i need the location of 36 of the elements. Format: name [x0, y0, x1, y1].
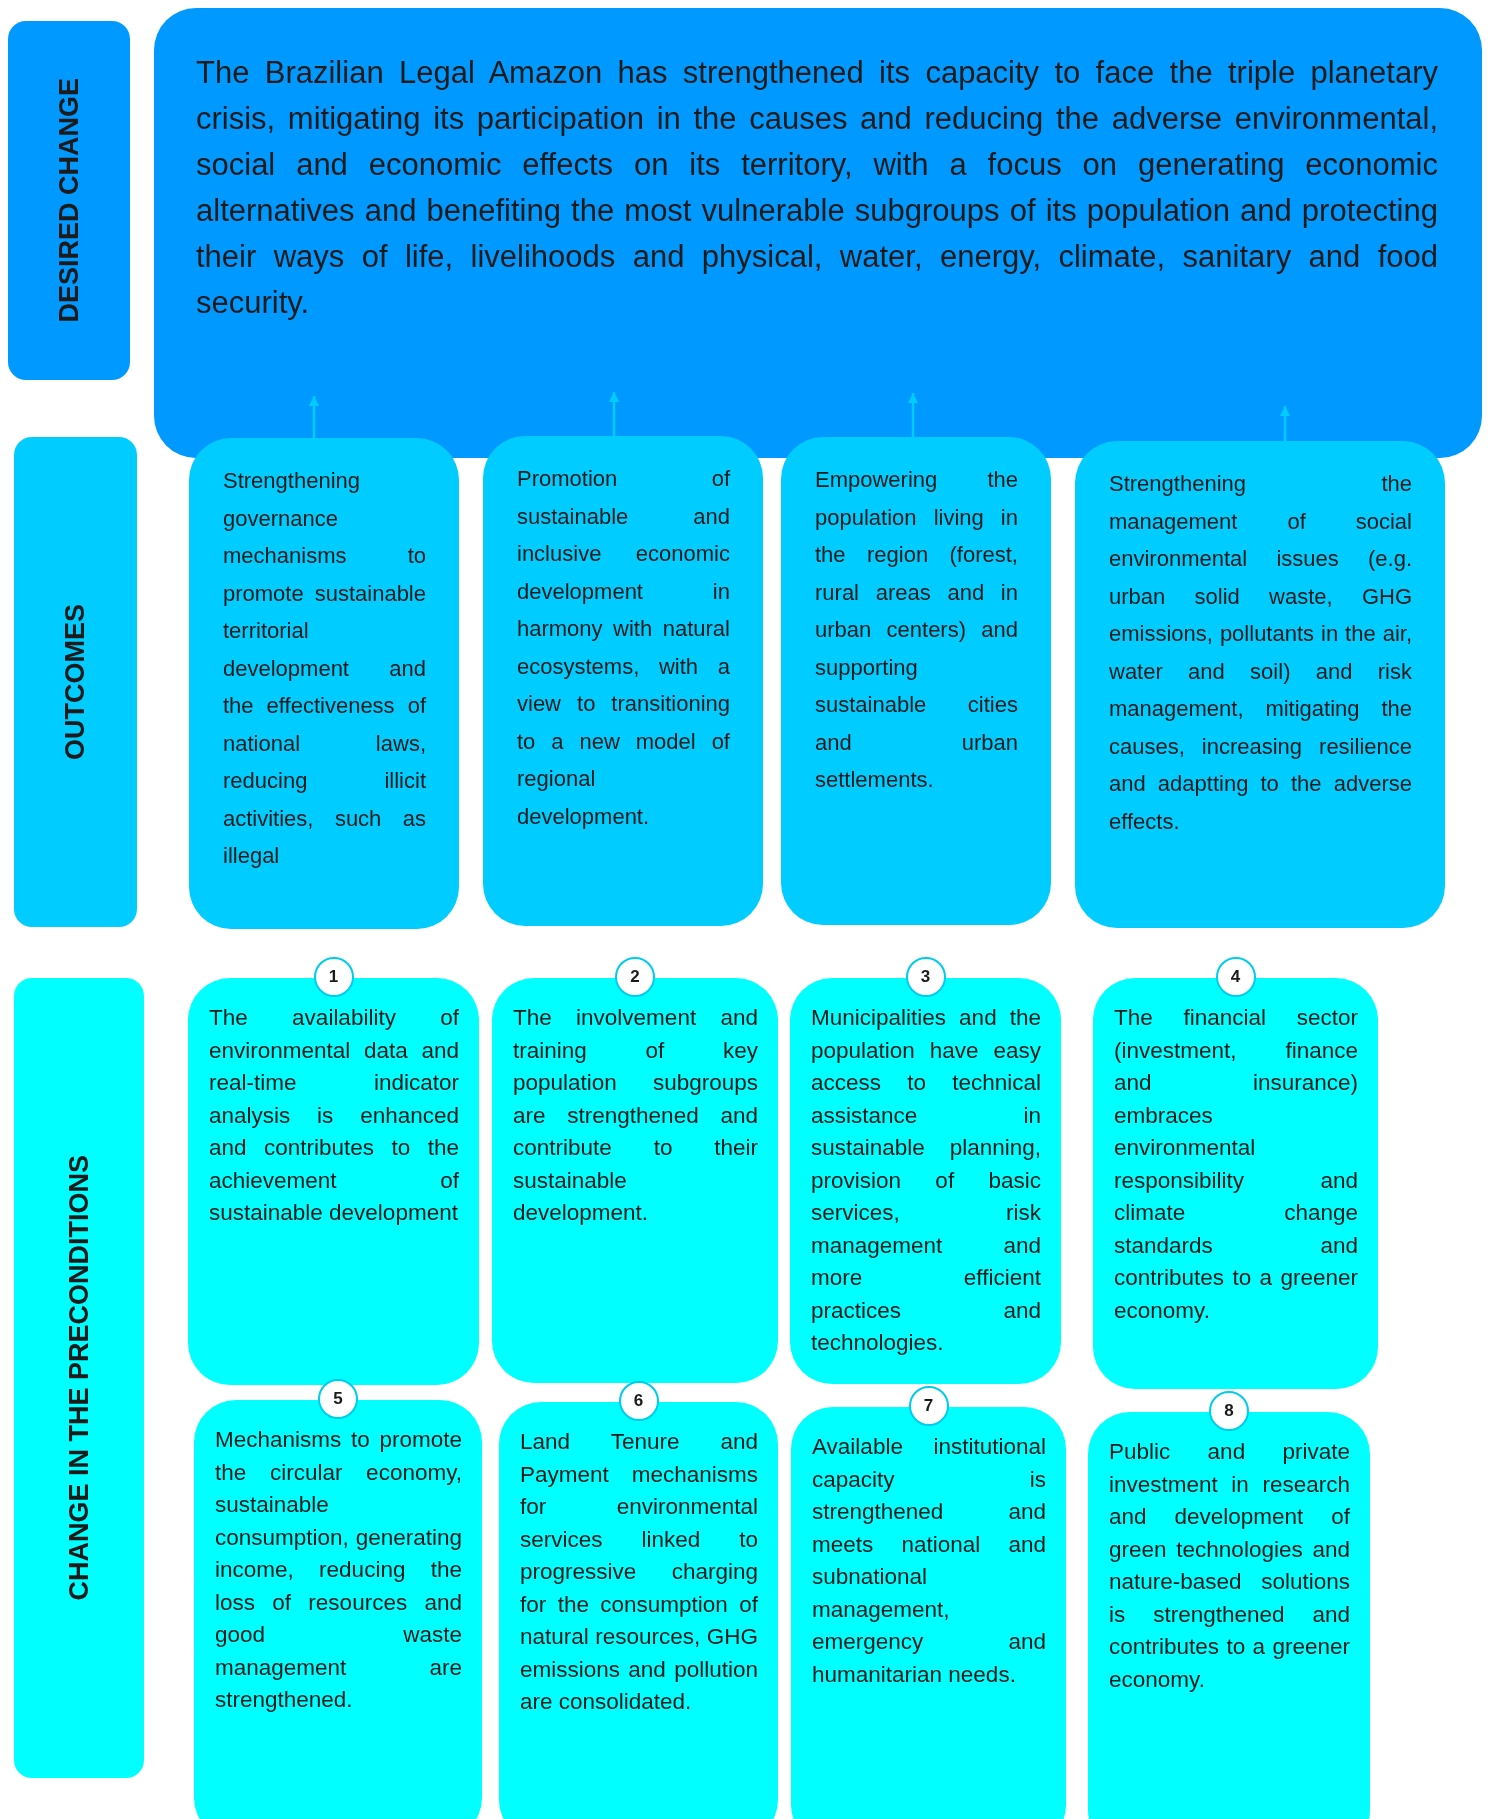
precondition-text: The involvement and training of key population subgroups are strengthened and contribute to their sustainable development. — [513, 1004, 758, 1227]
precondition-text: Land Tenure and Payment mechanisms for environmental services linked to progressive charging for the consumption of natural resources, GHG emissions and pollution are consolidated. — [520, 1428, 758, 1716]
step-number: 4 — [1215, 957, 1256, 997]
outcome-text: Strengthening governance mechanisms to promote sustainable territorial development and the effectiveness of national laws, reducing illicit activities, such as illegal — [223, 467, 426, 870]
outcome-box — [1075, 441, 1445, 928]
section-title: OUTCOMES — [60, 604, 91, 760]
step-number: 1 — [313, 957, 354, 997]
step-number: 8 — [1209, 1391, 1249, 1431]
precondition-text: Mechanisms to promote the circular economy, sustainable consumption, generating income, reducing the loss of resources and good waste management are strengthened. — [215, 1426, 462, 1714]
arrow — [1280, 406, 1290, 441]
section-title: DESIRED CHANGE — [53, 78, 85, 323]
outcome-goal-box — [154, 8, 1482, 458]
outcome-text: Empowering the population living in the region (forest, rural areas and in urban centers) and supporting sustainable cities and urban settlements. — [815, 466, 1018, 794]
step-number: 6 — [618, 1381, 659, 1421]
outcome-box — [483, 436, 763, 926]
section-title: CHANGE IN THE PRECONDITIONS — [63, 1155, 95, 1601]
step-number: 5 — [318, 1379, 358, 1419]
arrow — [609, 392, 619, 436]
step-number: 3 — [905, 957, 946, 997]
precondition-text: Municipalities and the population have easy access to technical assistance in sustainable planning, provision of basic services, risk management and more efficient practices and technologies. — [811, 1004, 1041, 1357]
precondition-text: The availability of environmental data and real-time indicator analysis is enhanced and contributes to the achievement of sustainable development — [209, 1004, 459, 1227]
outcome-text: Strengthening the management of social environmental issues (e.g. urban solid waste, GHG emissions, pollutants in the air, water and soil) and risk management, mitigating the causes, increasing resilience and adaptting to the adverse effects. — [1109, 470, 1412, 836]
outcome-box — [189, 438, 459, 929]
step-number: 2 — [615, 957, 655, 997]
section-label — [14, 978, 144, 1778]
goal-statement: The Brazilian Legal Amazon has strengthened its capacity to face the triple planetary crisis, mitigating its participation in the causes and reducing the adverse environmental, social and economic effects on its territory, with a focus on generating economic alternatives and benefiting the most vulnerable subgroups of its population and protecting their ways of life, livelihoods and physical, water, energy, climate, sanitary and food security. — [196, 54, 1438, 322]
step-number: 7 — [908, 1386, 949, 1426]
arrow — [309, 396, 319, 438]
section-label — [8, 21, 130, 380]
precondition-text: Available institutional capacity is strengthened and meets national and subnational management, emergency and humanitarian needs. — [812, 1433, 1046, 1689]
arrow — [908, 393, 918, 437]
outcome-box — [781, 437, 1051, 925]
outcome-text: Promotion of sustainable and inclusive economic development in harmony with natural ecosystems, with a view to transitioning to a new model of regional development. — [517, 465, 730, 831]
precondition-text: Public and private investment in research and development of green technologies and nature-based solutions is strengthened and contributes to a greener economy. — [1109, 1438, 1350, 1694]
precondition-text: The financial sector (investment, finance and insurance) embraces environmental responsibility and climate change standards and contributes to a greener economy. — [1114, 1004, 1358, 1325]
section-label — [14, 437, 137, 927]
